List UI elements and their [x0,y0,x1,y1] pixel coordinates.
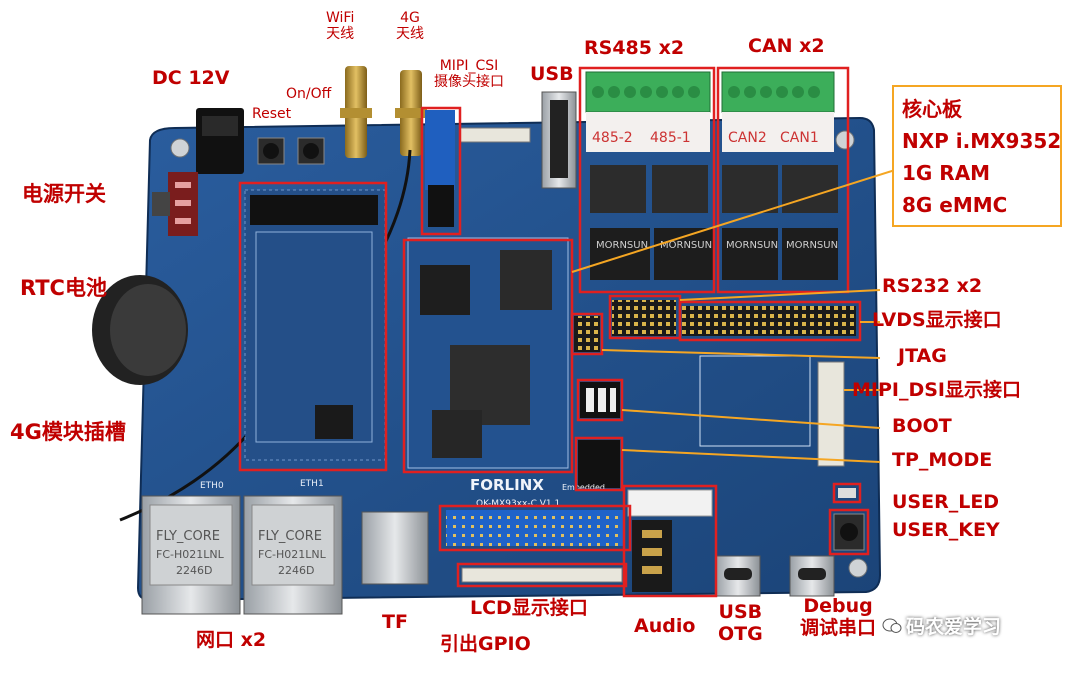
brand-silk: FORLINX [470,476,544,494]
box-mipi-csi [420,106,462,236]
label-wifi: WiFi 天线 [326,10,355,43]
user-led [838,488,856,498]
watermark: 码农爱学习 [906,616,1002,638]
box-audio [622,484,718,598]
module-brand-4: MORNSUN [786,240,838,251]
box-core-board [402,238,574,474]
label-jtag: JTAG [898,345,947,367]
lcd-connector [461,567,623,583]
audio-header [627,489,713,517]
rs485-tag-2: 485-2 [592,130,633,146]
label-debug: Debug 调试串口 [800,595,877,639]
label-dc12v: DC 12V [152,67,230,89]
lvds-header [682,306,856,336]
box-user-led [832,482,862,504]
module-brand-3: MORNSUN [726,240,778,251]
mounting-hole [170,138,190,158]
tp-mode-dip-switch [578,440,620,488]
rj45-brand-0: FLY_CORE [156,529,220,544]
label-eth: 网口 x2 [196,629,267,651]
box-4g-slot [238,181,388,472]
can-tag-1: CAN1 [780,130,819,146]
box-tp-mode [574,436,624,492]
module-brand-1: MORNSUN [596,240,648,251]
module-brand-2: MORNSUN [660,240,712,251]
leader-tp-mode [621,449,881,463]
label-tf: TF [382,611,408,633]
label-onoff: On/Off [286,86,332,102]
box-user-key [828,508,870,556]
core-soc: NXP i.MX9352 [902,129,1062,153]
label-can: CAN x2 [748,35,825,57]
label-4g-slot: 4G模块插槽 [10,420,126,444]
label-rtc: RTC电池 [20,276,107,300]
mounting-hole [848,558,868,578]
label-usb: USB [530,63,574,85]
rj45-model-0: FC-H021LNL [156,548,225,561]
core-emmc: 8G eMMC [902,193,1008,217]
tf-slot [361,511,429,585]
leader-jtag [601,349,881,359]
jtag-header [574,316,600,352]
brand-sub-silk: Embedded [562,483,605,492]
rj45-model-1: FC-H021LNL [258,548,327,561]
box-jtag [570,312,604,356]
core-title: 核心板 [902,97,962,121]
label-lcd: LCD显示接口 [470,597,588,619]
label-rs232: RS232 x2 [882,275,983,297]
label-mipi-dsi: MIPI_DSI显示接口 [852,379,1021,401]
gpio-header [446,510,624,546]
label-boot: BOOT [892,415,952,437]
core-ram: 1G RAM [902,161,991,185]
box-rs485 [578,66,716,294]
model-silk: OK-MX93xx-C V1.1 [476,499,560,509]
box-can [716,66,850,294]
eth0-silk: ETH0 [200,481,224,491]
label-power-switch: 电源开关 [22,182,106,206]
leader-rs232 [679,289,881,301]
leader-core [571,169,896,273]
core-board-callout: 核心板 NXP i.MX9352 1G RAM 8G eMMC [892,85,1062,227]
label-user-key: USER_KEY [892,519,1000,541]
label-audio: Audio [634,615,696,637]
can-tag-2: CAN2 [728,130,767,146]
label-rs485: RS485 x2 [584,37,685,59]
label-user-led: USER_LED [892,491,1000,513]
label-usb-otg: USB OTG [718,601,763,645]
wechat-icon [882,618,902,633]
rj45-date-0: 2246D [176,564,212,577]
rj45-brand-1: FLY_CORE [258,529,322,544]
box-gpio [438,504,632,552]
mounting-hole [835,130,855,150]
label-gpio: 引出GPIO [440,633,531,655]
label-mipi-csi: MIPI_CSI 摄像头接口 [434,58,504,91]
label-tp-mode: TP_MODE [892,449,993,471]
mipi-csi-connector [425,110,455,190]
leader-boot [621,409,881,429]
box-boot [576,378,624,422]
box-lcd [456,562,628,588]
m2-slot [250,195,378,225]
label-reset: Reset [252,106,292,122]
label-lvds: LVDS显示接口 [872,309,1002,331]
rs485-tag-1: 485-1 [650,130,691,146]
rs232-header [612,300,676,336]
mipi-dsi-connector [817,361,845,467]
eth1-silk: ETH1 [300,479,324,489]
rj45-date-1: 2246D [278,564,314,577]
label-4g-antenna: 4G 天线 [396,10,424,43]
